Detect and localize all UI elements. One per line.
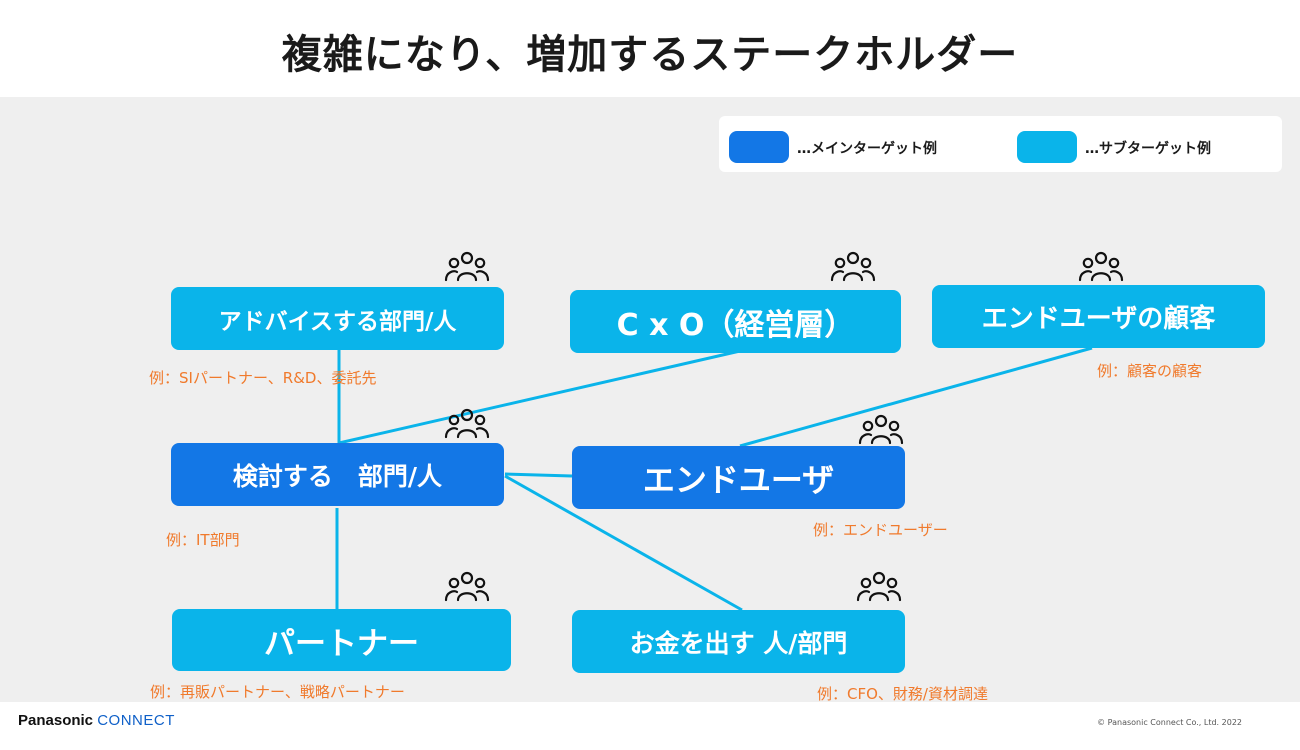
people-group-icon: [444, 408, 490, 439]
legend-sub-label: …サブターゲット例: [1085, 141, 1211, 157]
node-partner-label: パートナー: [264, 625, 419, 662]
legend-sub-swatch: [1017, 131, 1077, 163]
legend: …メインターゲット例 …サブターゲット例: [719, 116, 1282, 172]
copyright-text: © Panasonic Connect Co., Ltd. 2022: [1097, 718, 1242, 727]
node-advisor: アドバイスする部門/人: [171, 287, 504, 350]
node-advisor-label: アドバイスする部門/人: [218, 308, 457, 335]
diagram-canvas: [0, 97, 1300, 702]
connector-reviewer-payer: [504, 474, 743, 612]
example-advisor: 例：SIパートナー、R&D、委託先: [149, 369, 377, 387]
people-group-icon: [1078, 251, 1124, 282]
logo-main: Panasonic: [18, 712, 94, 729]
example-enduser: 例：エンドユーザー: [813, 521, 948, 539]
node-enduser-client-label: エンドユーザの顧客: [981, 304, 1216, 334]
example-payer: 例：CFO、財務/資材調達: [817, 685, 988, 703]
example-partner: 例：再販パートナー、戦略パートナー: [150, 683, 405, 701]
node-cxo-label: C x O（経営層）: [616, 307, 855, 343]
people-group-icon: [444, 251, 490, 282]
people-group-icon: [444, 571, 490, 602]
node-cxo: C x O（経営層）: [570, 290, 901, 353]
legend-main-swatch: [729, 131, 789, 163]
example-enduser-client: 例：顧客の顧客: [1097, 362, 1203, 380]
node-reviewer-label: 検討する 部門/人: [232, 461, 443, 491]
node-enduser: エンドユーザ: [572, 446, 905, 509]
logo-accent: CONNECT: [97, 712, 175, 729]
connector-client-enduser: [739, 346, 1093, 448]
people-group-icon: [856, 571, 902, 602]
node-enduser-label: エンドユーザ: [642, 460, 835, 499]
node-payer: お金を出す 人/部門: [572, 610, 905, 673]
legend-main-label: …メインターゲット例: [797, 141, 937, 157]
node-enduser-client: エンドユーザの顧客: [932, 285, 1265, 348]
node-payer-label: お金を出す 人/部門: [629, 628, 848, 658]
connector-reviewer-enduser: [504, 472, 573, 478]
node-partner: パートナー: [172, 609, 511, 671]
node-reviewer: 検討する 部門/人: [171, 443, 504, 506]
connector-cxo-reviewer: [338, 349, 741, 445]
example-reviewer: 例：IT部門: [166, 531, 240, 549]
brand-logo: Panasonic CONNECT: [18, 712, 175, 729]
page-title: 複雑になり、増加するステークホルダー: [281, 32, 1019, 78]
people-group-icon: [858, 414, 904, 445]
people-group-icon: [830, 251, 876, 282]
